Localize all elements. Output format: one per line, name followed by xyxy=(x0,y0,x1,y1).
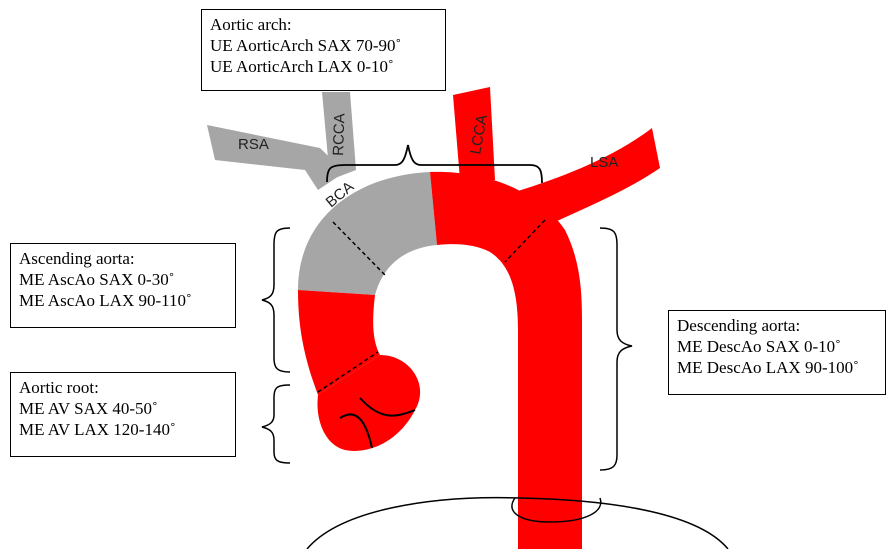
ascending-title: Ascending aorta: xyxy=(19,248,227,269)
root-brace xyxy=(262,385,290,463)
ascending-brace xyxy=(262,228,290,372)
lsa-vessel xyxy=(505,128,660,228)
root-line2: ME AV LAX 120-140˚ xyxy=(19,419,227,440)
descending-aorta-box: Descending aorta: ME DescAo SAX 0-10˚ ME… xyxy=(668,310,886,395)
aortic-root-box: Aortic root: ME AV SAX 40-50˚ ME AV LAX … xyxy=(10,372,236,457)
arch-red-segment xyxy=(430,172,582,549)
ascending-line1: ME AscAo SAX 0-30˚ xyxy=(19,269,227,290)
ascending-line2: ME AscAo LAX 90-110˚ xyxy=(19,290,227,311)
root-title: Aortic root: xyxy=(19,377,227,398)
descending-title: Descending aorta: xyxy=(677,315,877,336)
aortic-arch-line1: UE AorticArch SAX 70-90˚ xyxy=(210,35,437,56)
root-line1: ME AV SAX 40-50˚ xyxy=(19,398,227,419)
rsa-vessel xyxy=(207,125,345,190)
aortic-arch-line2: UE AorticArch LAX 0-10˚ xyxy=(210,56,437,77)
rsa-label: RSA xyxy=(238,136,269,153)
descending-line2: ME DescAo LAX 90-100˚ xyxy=(677,357,877,378)
arch-grey-segment xyxy=(298,172,437,295)
descending-line1: ME DescAo SAX 0-10˚ xyxy=(677,336,877,357)
aortic-arch-box: Aortic arch: UE AorticArch SAX 70-90˚ UE… xyxy=(201,9,446,91)
diaphragm-curve xyxy=(307,498,728,549)
rcca-label: RCCA xyxy=(330,113,348,156)
ascending-aorta-box: Ascending aorta: ME AscAo SAX 0-30˚ ME A… xyxy=(10,243,236,328)
descending-brace xyxy=(600,228,632,470)
lsa-label: LSA xyxy=(590,154,618,171)
aortic-arch-title: Aortic arch: xyxy=(210,14,437,35)
